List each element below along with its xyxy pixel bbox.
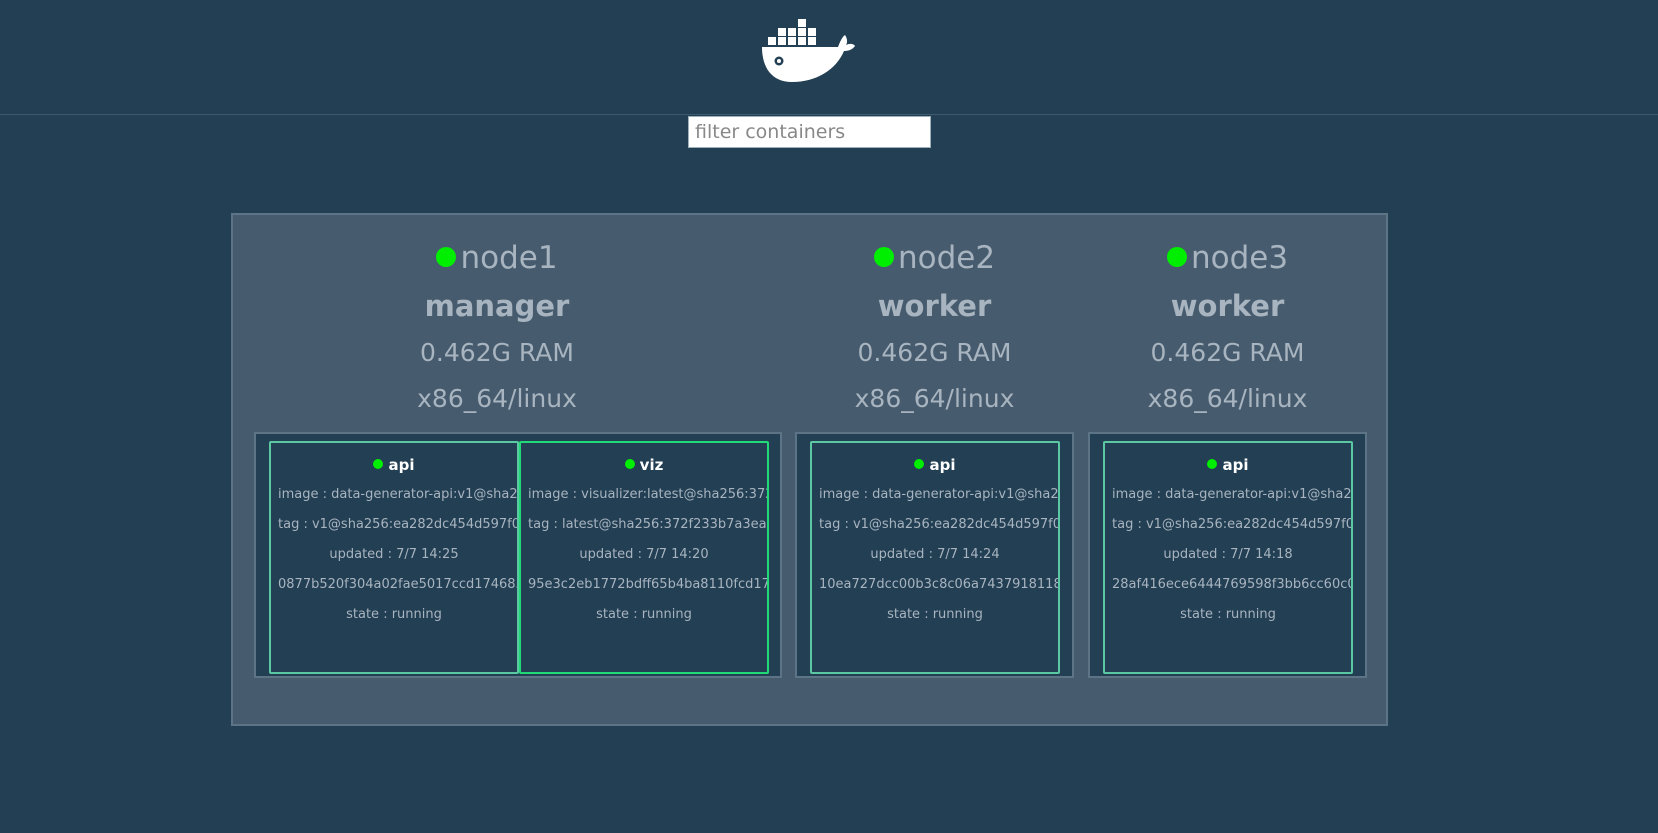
node-info: node1 manager 0.462G RAM x86_64/linux: [233, 235, 761, 422]
container-name: api: [929, 456, 956, 474]
container-id: 28af416ece6444769598f3bb6cc60c0044a: [1112, 577, 1351, 592]
node-name: node2: [897, 240, 996, 276]
node-containers-area: api image : data-generator-api:v1@sha256…: [1088, 432, 1367, 678]
node-status-dot: [1166, 246, 1187, 267]
node-name: node3: [1190, 240, 1289, 276]
container-tag: tag : v1@sha256:ea282dc454d597f0796c4: [1112, 517, 1351, 532]
node-name-row: node1: [233, 235, 761, 281]
node-info: node2 worker 0.462G RAM x86_64/linux: [795, 235, 1074, 422]
header: [0, 0, 1658, 115]
container-image: image : data-generator-api:v1@sha256:ea: [819, 487, 1059, 502]
container-status-dot: [373, 458, 384, 469]
container-card-api[interactable]: api image : data-generator-api:v1@sha256…: [810, 441, 1060, 674]
container-card-viz[interactable]: viz image : visualizer:latest@sha256:372…: [519, 441, 769, 674]
container-name: viz: [639, 456, 664, 474]
node-os: x86_64/linux: [854, 384, 1015, 413]
container-status-dot: [914, 458, 925, 469]
node-role: worker: [1170, 289, 1285, 323]
container-id: 95e3c2eb1772bdff65b4ba8110fcd173b40: [528, 577, 767, 592]
container-title: api: [271, 455, 517, 475]
container-image: image : visualizer:latest@sha256:372f233: [528, 487, 767, 502]
node-ram: 0.462G RAM: [1150, 338, 1305, 367]
container-tag: tag : v1@sha256:ea282dc454d597f0796c4: [278, 517, 517, 532]
container-tag: tag : v1@sha256:ea282dc454d597f0796c4: [819, 517, 1058, 532]
container-card-api[interactable]: api image : data-generator-api:v1@sha256…: [1103, 441, 1353, 674]
container-status-dot: [624, 458, 635, 469]
container-state: state : running: [1180, 607, 1276, 622]
node-name-row: node3: [1088, 235, 1367, 281]
container-tag: tag : latest@sha256:372f233b7a3ea7fde2: [528, 517, 767, 532]
container-updated: updated : 7/7 14:20: [579, 547, 709, 562]
container-updated: updated : 7/7 14:18: [1163, 547, 1293, 562]
container-name: api: [388, 456, 415, 474]
container-state: state : running: [346, 607, 442, 622]
container-updated: updated : 7/7 14:25: [329, 547, 459, 562]
node-containers-area: api image : data-generator-api:v1@sha256…: [254, 432, 782, 678]
container-title: api: [812, 455, 1058, 475]
container-title: api: [1105, 455, 1351, 475]
node-name: node1: [460, 240, 558, 276]
node-role: worker: [877, 289, 992, 323]
container-image: image : data-generator-api:v1@sha256:ea: [1112, 487, 1352, 502]
container-id: 10ea727dcc00b3c8c06a74379181182559: [819, 577, 1058, 592]
container-name: api: [1222, 456, 1249, 474]
container-image: image : data-generator-api:v1@sha256:ea: [278, 487, 518, 502]
container-state: state : running: [887, 607, 983, 622]
container-card-api[interactable]: api image : data-generator-api:v1@sha256…: [269, 441, 519, 674]
node-status-dot: [873, 246, 894, 267]
filter-containers-input[interactable]: [688, 116, 931, 148]
container-title: viz: [521, 455, 767, 475]
node-ram: 0.462G RAM: [857, 338, 1012, 367]
cluster-panel: node1 manager 0.462G RAM x86_64/linux ap…: [231, 213, 1388, 726]
node-os: x86_64/linux: [1147, 384, 1308, 413]
node-containers-area: api image : data-generator-api:v1@sha256…: [795, 432, 1074, 678]
node-ram: 0.462G RAM: [420, 338, 574, 367]
node-info: node3 worker 0.462G RAM x86_64/linux: [1088, 235, 1367, 422]
container-status-dot: [1207, 458, 1218, 469]
node-role: manager: [424, 289, 570, 323]
node-os: x86_64/linux: [417, 384, 577, 413]
container-state: state : running: [596, 607, 692, 622]
docker-whale-icon: [762, 19, 855, 82]
node-status-dot: [436, 246, 457, 267]
container-id: 0877b520f304a02fae5017ccd174685491d: [278, 577, 517, 592]
node-name-row: node2: [795, 235, 1074, 281]
container-updated: updated : 7/7 14:24: [870, 547, 1000, 562]
